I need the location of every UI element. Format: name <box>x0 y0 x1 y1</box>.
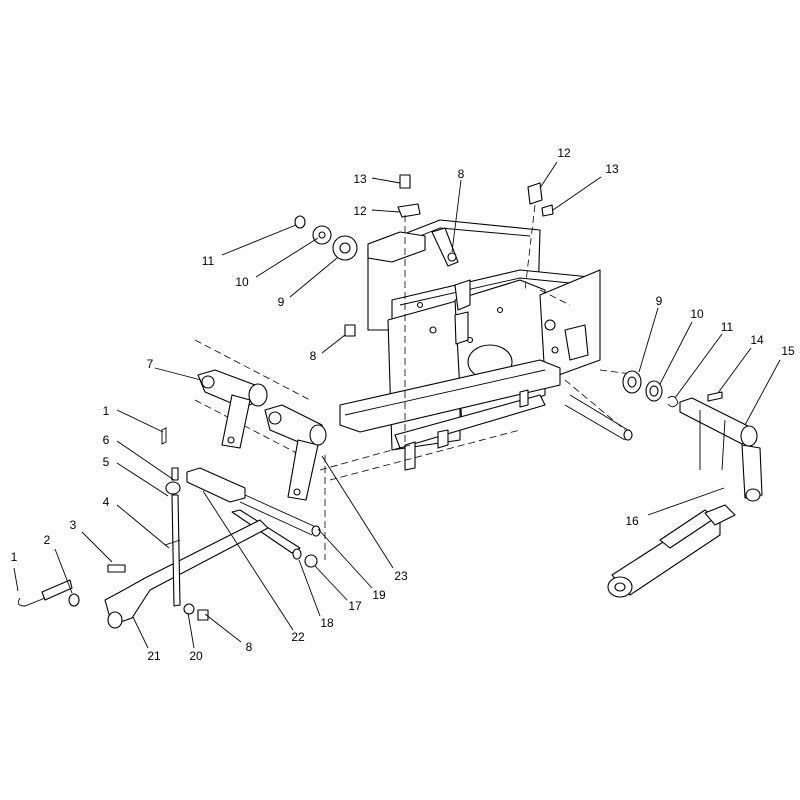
callout-leader-10 <box>638 307 659 373</box>
callout-label-27: 22 <box>291 630 305 644</box>
callout-leader-17 <box>116 462 169 497</box>
callout-label-9: 7 <box>147 357 154 371</box>
callout-leader-29 <box>187 612 195 649</box>
callout-label-5: 11 <box>202 254 215 268</box>
callout-leader-7 <box>289 257 338 298</box>
callout-leader-12 <box>674 333 723 399</box>
callout-label-20: 2 <box>44 533 51 547</box>
callout-label-16: 6 <box>103 433 110 447</box>
callout-leader-13 <box>717 347 752 394</box>
callout-label-24: 19 <box>372 588 386 602</box>
callout-leader-30 <box>132 616 149 649</box>
callout-label-13: 14 <box>750 333 764 347</box>
callout-label-28: 8 <box>246 640 253 654</box>
callout-leader-1 <box>371 209 401 213</box>
callout-leader-15 <box>116 409 164 433</box>
callout-leader-0 <box>371 177 401 184</box>
chassis-frame <box>194 174 641 560</box>
callout-label-30: 21 <box>147 649 161 663</box>
callout-label-14: 15 <box>781 344 795 358</box>
callout-label-6: 10 <box>235 275 249 289</box>
callout-leader-5 <box>221 224 297 256</box>
callout-leader-20 <box>54 548 73 594</box>
callout-leader-24 <box>317 528 373 589</box>
callout-leader-22 <box>647 487 725 516</box>
callout-leader-21 <box>13 567 19 592</box>
callout-label-15: 1 <box>103 404 110 418</box>
callout-leader-23 <box>321 455 394 569</box>
lift-arms <box>197 369 327 501</box>
left-linkage <box>17 427 321 629</box>
callout-label-23: 23 <box>394 569 408 583</box>
callout-label-12: 11 <box>721 320 734 334</box>
callout-label-1: 12 <box>353 204 367 218</box>
callout-leader-4 <box>552 176 602 211</box>
callout-label-25: 17 <box>348 599 362 613</box>
callout-label-3: 12 <box>557 146 571 160</box>
callout-leader-18 <box>116 504 170 549</box>
callout-leader-16 <box>116 440 175 481</box>
callout-label-21: 1 <box>11 550 18 564</box>
callout-label-2: 8 <box>458 167 465 181</box>
callout-leader-26 <box>298 559 321 617</box>
callout-label-10: 9 <box>656 294 663 308</box>
left-washer-stack <box>294 215 358 337</box>
callout-leader-19 <box>81 531 113 563</box>
callout-label-22: 16 <box>625 514 639 528</box>
callout-label-8: 8 <box>310 349 317 363</box>
callout-leader-6 <box>255 237 319 278</box>
callout-leader-9 <box>154 367 202 381</box>
callout-leader-3 <box>539 161 558 189</box>
callout-leader-28 <box>204 613 242 643</box>
callout-leader-27 <box>202 490 294 631</box>
callout-leader-11 <box>659 321 693 385</box>
callout-leader-14 <box>744 359 781 426</box>
callout-label-17: 5 <box>103 455 110 469</box>
callout-label-18: 4 <box>103 495 110 509</box>
callout-label-19: 3 <box>70 518 77 532</box>
callout-label-26: 18 <box>320 616 334 630</box>
callout-layer: 1312812131110987910111415165432116231917… <box>11 146 795 663</box>
callout-leader-2 <box>451 179 462 253</box>
callout-leader-25 <box>314 565 348 601</box>
callout-label-7: 9 <box>278 295 285 309</box>
callout-label-0: 13 <box>353 172 367 186</box>
right-assembly <box>564 370 763 598</box>
callout-label-11: 10 <box>690 307 704 321</box>
callout-label-4: 13 <box>605 162 619 176</box>
callout-label-29: 20 <box>189 649 203 663</box>
callout-leader-8 <box>321 334 346 354</box>
